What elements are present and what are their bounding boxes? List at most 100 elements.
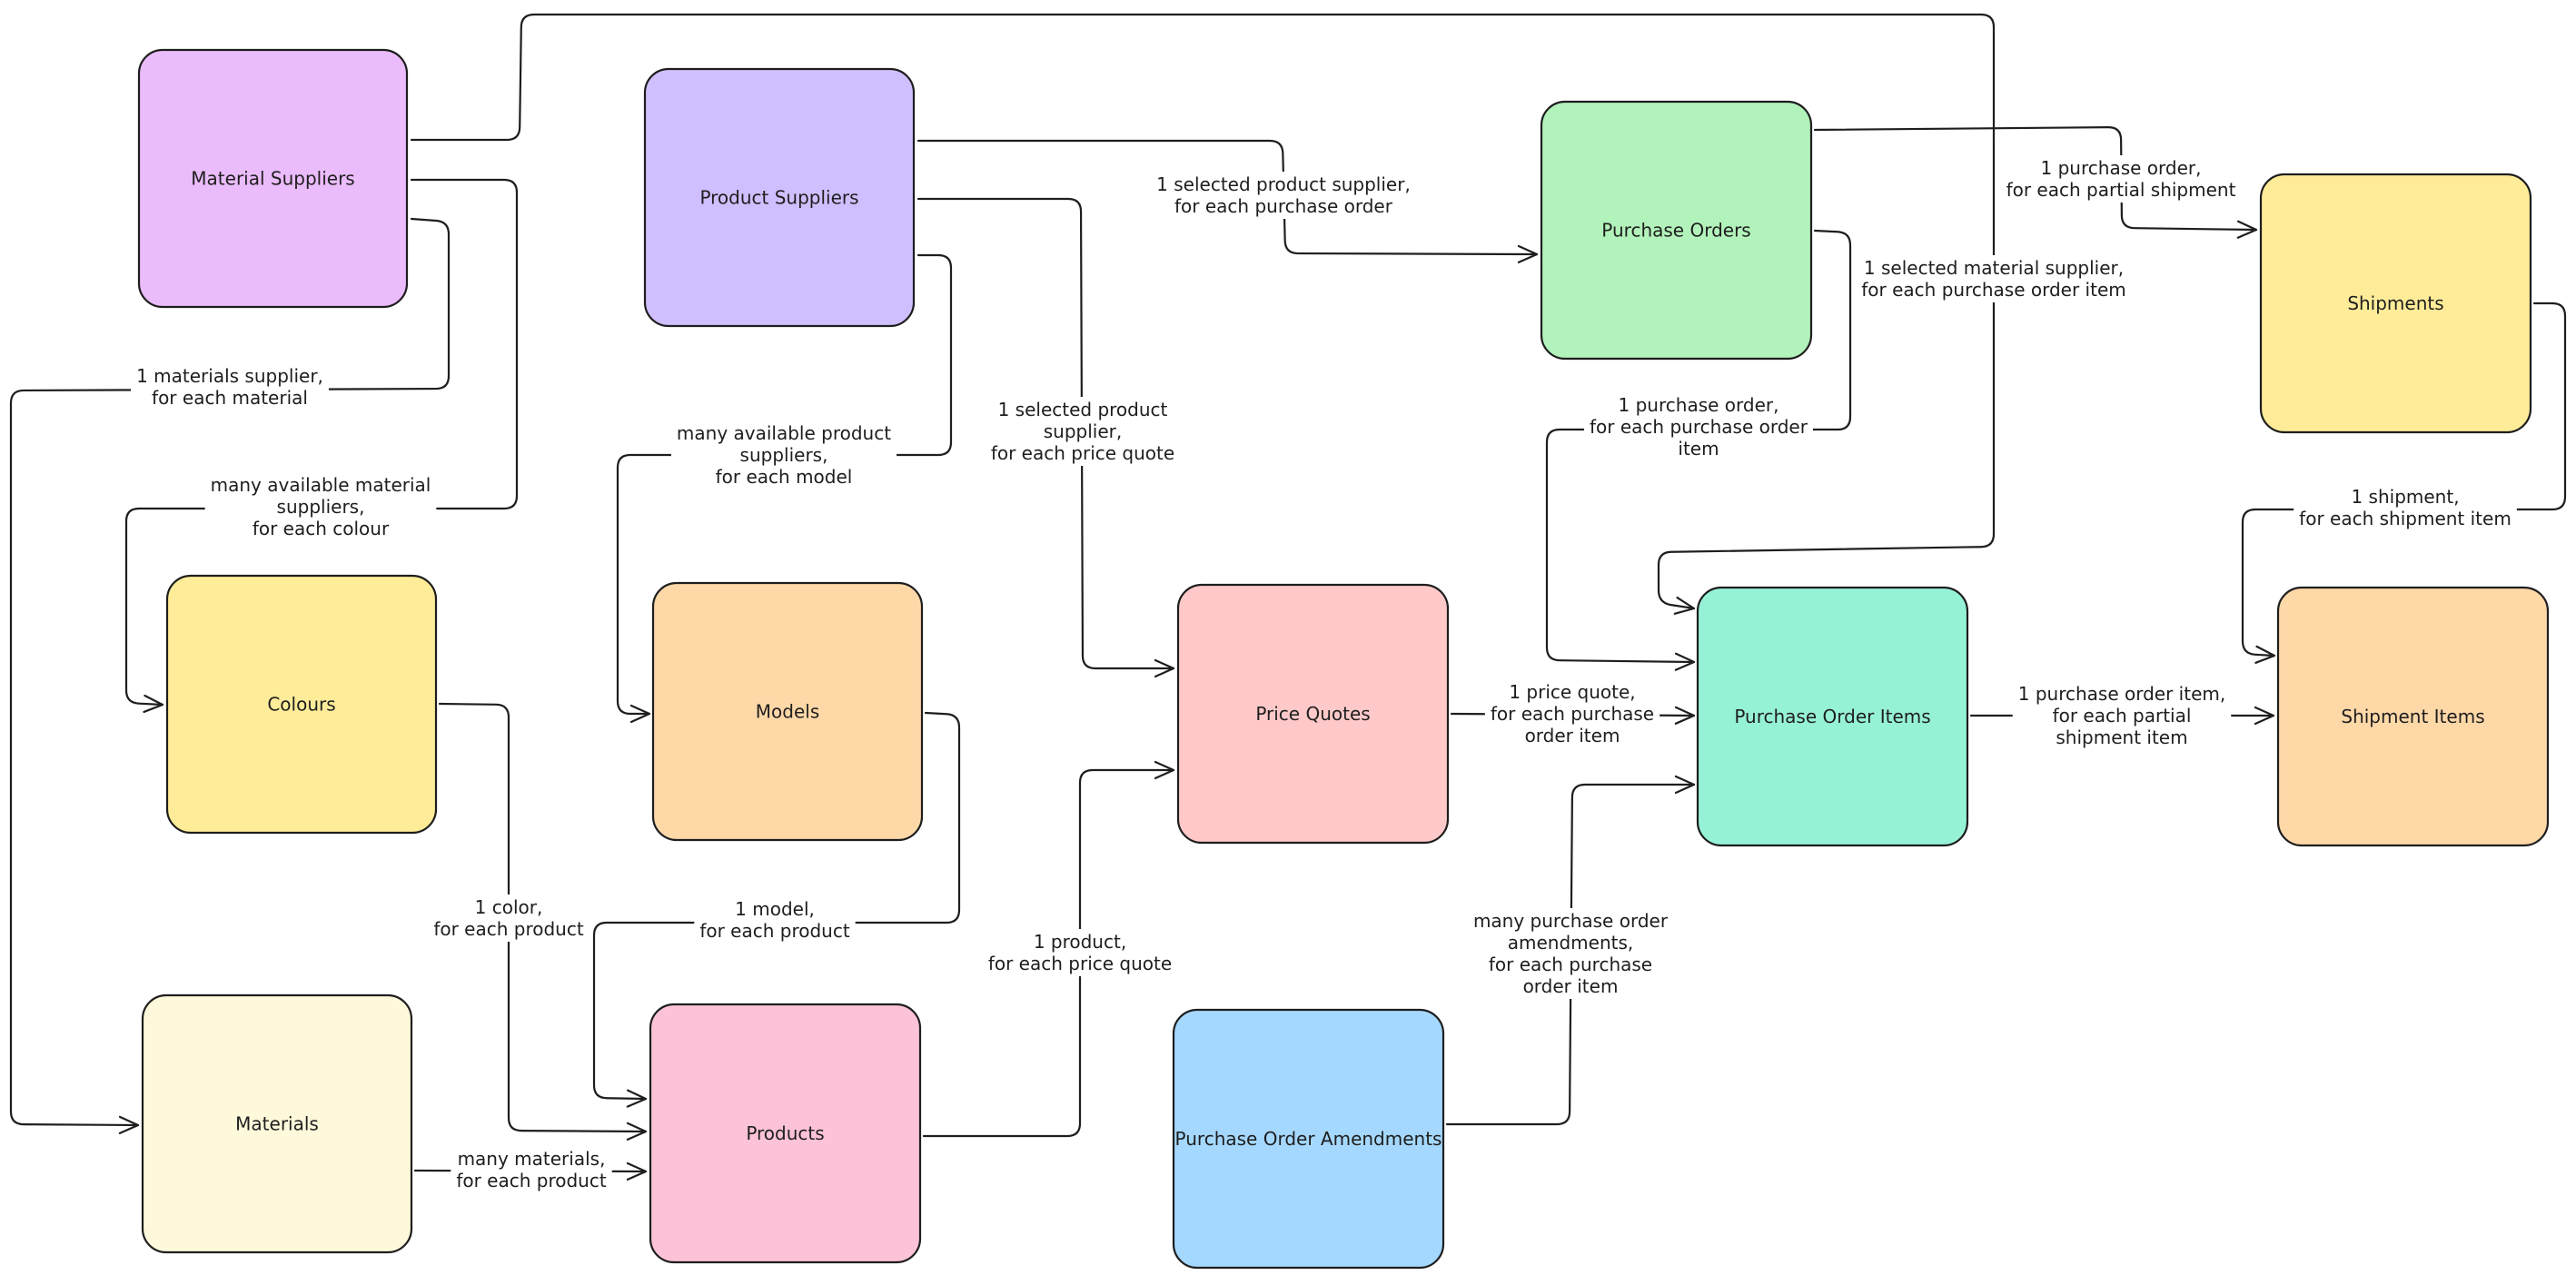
node-colours[interactable]: Colours	[165, 574, 438, 835]
node-label: Product Suppliers	[699, 187, 858, 209]
node-box	[165, 574, 438, 835]
edge-label-line: 1 purchase order,	[2041, 157, 2202, 179]
arrowhead-icon	[1674, 775, 1696, 795]
edge-label-line: 1 purchase order item,	[2018, 683, 2225, 705]
edge-label-background	[1856, 255, 2132, 302]
node-label: Materials	[235, 1113, 319, 1135]
node-label: Purchase Orders	[1601, 220, 1750, 242]
arrowhead-icon	[629, 704, 651, 724]
node-products[interactable]: Products	[649, 1003, 922, 1264]
edge-label-line: for each shipment item	[2299, 508, 2512, 529]
edge-label-shipments-si: 1 shipment,for each shipment item	[2294, 484, 2517, 531]
edge-label-line: order item	[1523, 975, 1619, 997]
arrowhead-icon	[1674, 706, 1696, 725]
arrowhead-icon	[1154, 658, 1175, 678]
node-shipments[interactable]: Shipments	[2259, 173, 2532, 434]
node-box	[643, 67, 916, 328]
edge-label-line: for each product	[699, 920, 850, 942]
edge-label-line: many purchase order	[1473, 910, 1669, 932]
node-price-quotes[interactable]: Price Quotes	[1176, 583, 1450, 845]
edge-label-background	[982, 929, 1178, 976]
edge-label-products-pq: 1 product,for each price quote	[982, 929, 1178, 976]
edge-label-background	[2294, 484, 2517, 531]
node-label: Purchase Order Amendments	[1175, 1128, 1442, 1150]
edge-label-line: for each model	[716, 466, 853, 488]
node-box	[137, 48, 409, 309]
edge-label-colours-products: 1 color,for each product	[428, 894, 590, 942]
edge-label-background	[1484, 679, 1660, 748]
edge-label-line: for each purchase	[1489, 954, 1652, 975]
edge-label-background	[985, 397, 1181, 466]
node-box	[2259, 173, 2532, 434]
arrowhead-icon	[1673, 596, 1696, 615]
node-purchase-orders[interactable]: Purchase Orders	[1540, 100, 1813, 361]
node-shipment-items[interactable]: Shipment Items	[2276, 586, 2550, 847]
edge-label-background	[1584, 392, 1813, 461]
edge-label-line: many materials,	[458, 1148, 606, 1170]
arrowhead-icon	[2236, 220, 2258, 239]
edge-label-line: for each price quote	[988, 953, 1172, 974]
node-purchase-order-amendments[interactable]: Purchase Order Amendments	[1172, 1008, 1445, 1270]
edge-label-line: supplier,	[1044, 420, 1122, 442]
edge-label-background	[2012, 681, 2232, 750]
node-material-suppliers[interactable]: Material Suppliers	[137, 48, 409, 309]
edge-label-ms-poi: 1 selected material supplier,for each pu…	[1856, 255, 2132, 302]
edge-label-line: amendments,	[1508, 932, 1634, 954]
arrowhead-icon	[143, 694, 164, 714]
node-box	[1176, 583, 1450, 845]
edge-label-background	[131, 363, 329, 410]
node-label: Price Quotes	[1255, 703, 1370, 725]
edge-label-line: many available product	[677, 422, 891, 444]
edge-label-background	[204, 472, 437, 541]
edge-label-line: 1 purchase order,	[1619, 394, 1779, 416]
edge-label-line: suppliers,	[277, 496, 365, 518]
node-materials[interactable]: Materials	[141, 993, 413, 1254]
edge-label-models-products: 1 model,for each product	[694, 896, 856, 944]
edge-label-line: 1 selected material supplier,	[1864, 257, 2124, 279]
edge-label-line: 1 color,	[475, 896, 543, 918]
node-label: Models	[756, 701, 819, 723]
arrowhead-icon	[626, 1122, 648, 1141]
node-product-suppliers[interactable]: Product Suppliers	[643, 67, 916, 328]
edge-label-ps-po: 1 selected product supplier,for each pur…	[1151, 172, 1416, 219]
node-label: Colours	[267, 694, 335, 716]
edge-label-line: 1 selected product supplier,	[1156, 173, 1411, 195]
edge-label-background	[428, 894, 590, 942]
edge-label-line: for each product	[456, 1170, 607, 1191]
edge-label-background	[2000, 155, 2242, 203]
edge-label-line: for each purchase order	[1590, 416, 1808, 438]
edge-label-line: for each purchase order	[1174, 195, 1393, 217]
arrowhead-icon	[1674, 652, 1696, 671]
edge-label-line: 1 shipment,	[2351, 486, 2459, 508]
edge-label-po-shipments: 1 purchase order,for each partial shipme…	[2000, 155, 2242, 203]
edge-label-background	[451, 1146, 612, 1193]
edge-label-line: for each colour	[253, 518, 390, 539]
edge-label-line: item	[1678, 438, 1719, 460]
arrowhead-icon	[118, 1115, 140, 1134]
node-box	[651, 581, 924, 842]
edge-label-background	[1151, 172, 1416, 219]
edge-label-line: for each partial	[2053, 705, 2192, 726]
edge-label-line: 1 price quote,	[1509, 681, 1635, 703]
arrowhead-icon	[1517, 244, 1539, 263]
arrowhead-icon	[626, 1161, 648, 1181]
arrowhead-icon	[626, 1089, 648, 1108]
arrowhead-icon	[2254, 645, 2276, 664]
edge-label-background	[694, 896, 856, 944]
edge-label-line: for each material	[152, 387, 308, 409]
node-purchase-order-items[interactable]: Purchase Order Items	[1696, 586, 1969, 847]
node-box	[1540, 100, 1813, 361]
node-models[interactable]: Models	[651, 581, 924, 842]
arrowhead-icon	[2254, 706, 2275, 726]
edge-label-background	[1467, 908, 1674, 999]
edge-label-materials-products: many materials,for each product	[451, 1146, 612, 1193]
node-label: Material Suppliers	[191, 168, 354, 190]
node-label: Products	[746, 1122, 824, 1144]
edge-label-po-poi: 1 purchase order,for each purchase order…	[1584, 392, 1813, 461]
